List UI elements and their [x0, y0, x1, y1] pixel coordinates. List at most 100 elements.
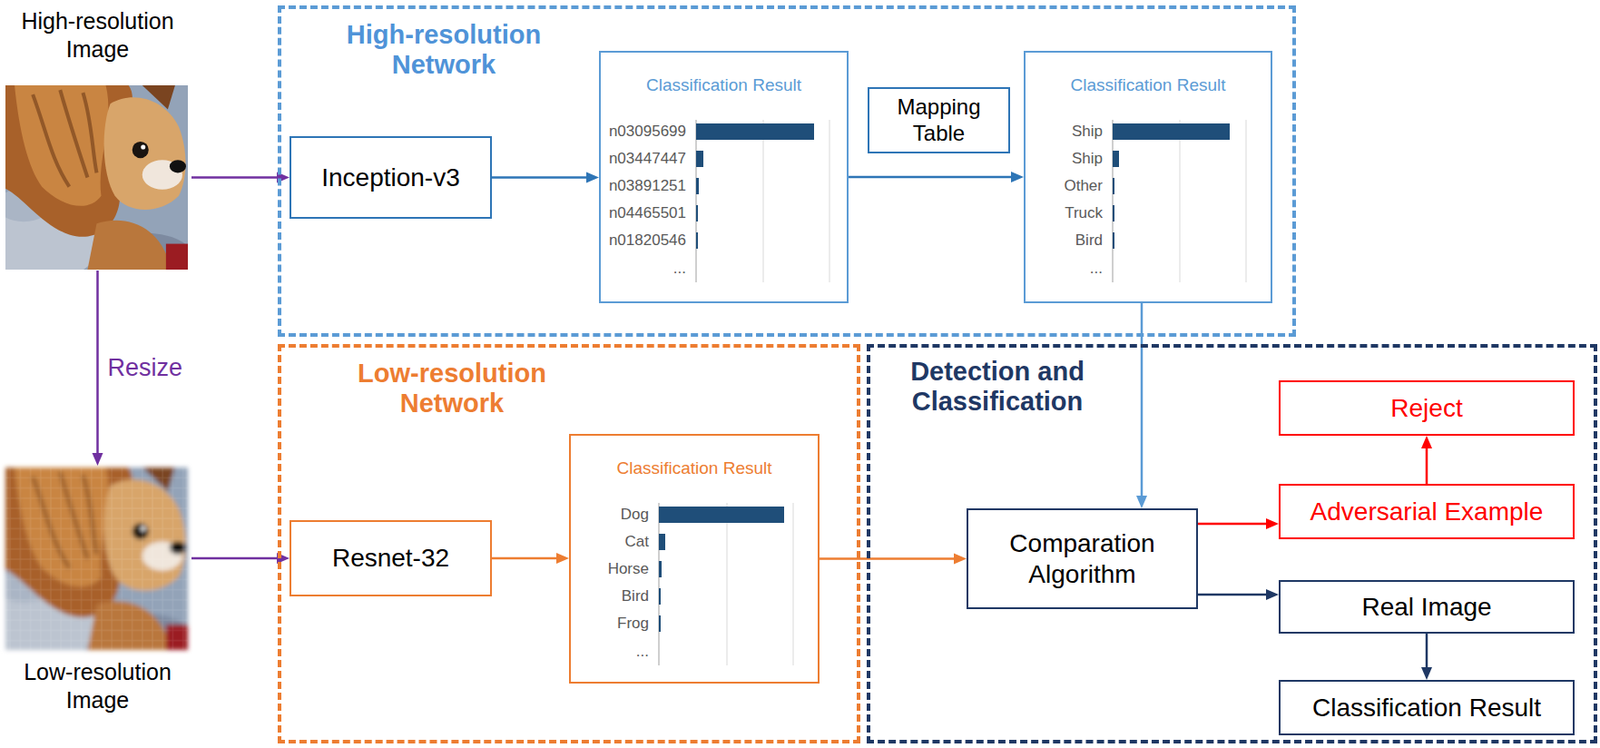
connector-line — [1197, 593, 1267, 597]
edge-label: Resize — [105, 353, 187, 383]
arrow-connector — [819, 553, 967, 565]
class-label: Cat — [625, 532, 649, 551]
arrowhead — [1266, 588, 1279, 600]
model-box: Resnet-32 — [289, 520, 492, 597]
class-label: ... — [673, 259, 687, 278]
connector-line — [1425, 447, 1429, 484]
arrowhead — [556, 552, 570, 564]
connector-line — [491, 557, 558, 560]
result-panel: Classification ResultDogCatHorseBirdFrog… — [569, 433, 820, 684]
result-panel: Classification ResultShipShipOtherTruckB… — [1023, 50, 1273, 304]
chart-gridline — [763, 119, 830, 283]
class-label: n03891251 — [608, 176, 687, 196]
panel-title: Classification Result — [1025, 74, 1271, 97]
connector-line — [819, 557, 955, 560]
chart-axis — [657, 502, 660, 666]
connector-line — [191, 176, 278, 179]
connector-line — [1140, 303, 1144, 497]
chart-axis — [695, 119, 697, 283]
bar — [1112, 205, 1115, 222]
box-label: Comparation Algorithm — [975, 528, 1189, 589]
arrowhead — [1266, 518, 1279, 530]
class-label: Other — [1063, 176, 1103, 196]
box-label: Classification Result — [1312, 692, 1542, 724]
bar — [696, 150, 704, 167]
arrow-connector — [1421, 435, 1433, 484]
process-box: Mapping Table — [867, 87, 1011, 154]
arrow-connector — [848, 171, 1024, 183]
bar — [658, 588, 661, 605]
panel-title: Classification Result — [570, 457, 818, 480]
outcome-box: Adversarial Example — [1278, 483, 1575, 540]
bar — [658, 533, 666, 550]
class-label: Bird — [621, 587, 649, 606]
class-label: n03095699 — [608, 122, 687, 141]
arrow-connector — [1197, 588, 1279, 600]
box-label: Mapping Table — [876, 94, 1002, 148]
bar — [658, 615, 661, 632]
bar — [696, 177, 699, 195]
class-label: n01820546 — [608, 231, 687, 250]
arrow-connector — [191, 172, 290, 184]
arrow-connector — [491, 172, 599, 184]
box-label: Reject — [1390, 392, 1463, 424]
outcome-box: Classification Result — [1278, 679, 1575, 736]
arrowhead — [1136, 495, 1148, 509]
arrow-connector — [191, 552, 290, 564]
group-title: Detection and Classification — [883, 356, 1111, 418]
group-title: Low-resolution Network — [329, 358, 575, 420]
high-res-dog-photo — [0, 85, 193, 281]
outcome-box: Reject — [1278, 380, 1575, 436]
arrow-connector — [491, 552, 570, 564]
class-label: Bird — [1075, 231, 1103, 250]
chart-gridline — [726, 502, 794, 666]
low-res-dog-photo — [0, 467, 193, 661]
bar — [1112, 177, 1115, 195]
arrowhead — [1421, 435, 1433, 449]
box-label: Adversarial Example — [1310, 496, 1544, 528]
class-label: ... — [636, 642, 649, 661]
class-label: ... — [1089, 259, 1103, 278]
detection-group: Detection and ClassificationComparation … — [866, 343, 1598, 744]
bar — [696, 123, 815, 140]
box-label: Inception-v3 — [321, 162, 461, 194]
bar — [658, 560, 662, 578]
arrow-connector — [1421, 633, 1433, 680]
connector-line — [96, 270, 99, 454]
bar — [696, 205, 698, 222]
connector-line — [848, 176, 1012, 179]
pixel-grid — [5, 467, 188, 650]
class-label: Ship — [1071, 122, 1103, 141]
box-label: Resnet-32 — [332, 542, 450, 574]
arrowhead — [953, 553, 967, 565]
chart-gridline — [1179, 119, 1247, 283]
arrow-connector — [1197, 518, 1279, 530]
class-label: Horse — [608, 559, 649, 579]
process-box: Comparation Algorithm — [966, 508, 1198, 609]
connector-line — [1197, 522, 1267, 526]
class-label: Dog — [620, 505, 649, 524]
arrowhead — [1421, 667, 1433, 680]
connector-line — [1425, 633, 1429, 668]
outcome-box: Real Image — [1278, 579, 1575, 634]
result-panel: Classification Result n03095699 n03447447 n… — [598, 50, 849, 304]
arrowhead — [586, 172, 599, 184]
chart-axis — [1111, 119, 1114, 283]
arrow-connector — [92, 270, 104, 466]
arrowhead — [92, 452, 104, 466]
class-label: n03447447 — [608, 149, 687, 168]
box-label: Real Image — [1361, 591, 1492, 623]
class-label: Truck — [1064, 204, 1103, 223]
bar — [1112, 232, 1115, 249]
image-caption: High-resolution Image — [3, 7, 192, 65]
panel-title: Classification Result — [600, 74, 847, 97]
bar — [1112, 150, 1120, 167]
image-node: High-resolution Image — [3, 7, 192, 271]
class-label: n04465501 — [608, 204, 687, 223]
network-group: High-resolution NetworkInception-v3Class… — [277, 5, 1296, 337]
model-box: Inception-v3 — [289, 136, 492, 219]
connector-line — [491, 176, 588, 179]
